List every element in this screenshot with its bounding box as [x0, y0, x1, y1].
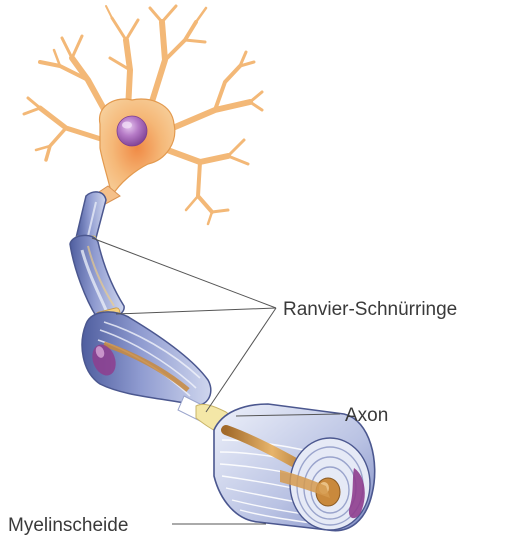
label-nodes-of-ranvier: Ranvier-Schnürringe	[283, 299, 457, 320]
cell-body	[100, 99, 175, 196]
myelin-segment-2	[70, 235, 124, 318]
label-axon: Axon	[345, 405, 388, 426]
nucleus	[117, 116, 147, 146]
label-myelin-sheath: Myelinscheide	[8, 515, 128, 536]
